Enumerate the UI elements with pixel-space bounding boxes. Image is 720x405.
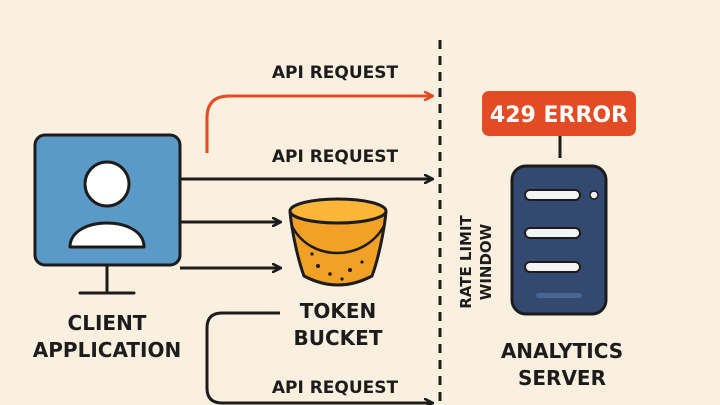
error-badge-text: 429 ERROR bbox=[490, 103, 628, 128]
request-arrow-loop: API REQUEST bbox=[205, 311, 432, 403]
server-label-line2: SERVER bbox=[518, 366, 606, 390]
client-application: CLIENT APPLICATION bbox=[33, 133, 182, 362]
bucket-icon bbox=[288, 197, 388, 287]
user-icon bbox=[68, 160, 146, 249]
rate-limit-label: RATE LIMIT WINDOW bbox=[457, 214, 495, 308]
client-label-line1: CLIENT bbox=[68, 311, 147, 335]
rate-limit-label-line1: RATE LIMIT bbox=[457, 214, 475, 308]
request-label-1: API REQUEST bbox=[272, 63, 399, 83]
error-badge-box bbox=[482, 91, 636, 136]
bucket-label-line2: BUCKET bbox=[294, 326, 383, 350]
rate-limit-label-line2: WINDOW bbox=[477, 223, 495, 300]
error-badge: 429 ERROR bbox=[482, 91, 636, 158]
bucket-label-line1: TOKEN bbox=[300, 299, 377, 323]
client-label-line2: APPLICATION bbox=[33, 338, 181, 362]
request-arrow-rejected: API REQUEST bbox=[205, 63, 432, 153]
server-label-line1: ANALYTICS bbox=[501, 339, 623, 363]
server-icon bbox=[510, 164, 608, 316]
request-arrow-passed: API REQUEST bbox=[180, 147, 432, 179]
request-label-2: API REQUEST bbox=[272, 147, 399, 167]
request-label-3: API REQUEST bbox=[272, 378, 399, 398]
